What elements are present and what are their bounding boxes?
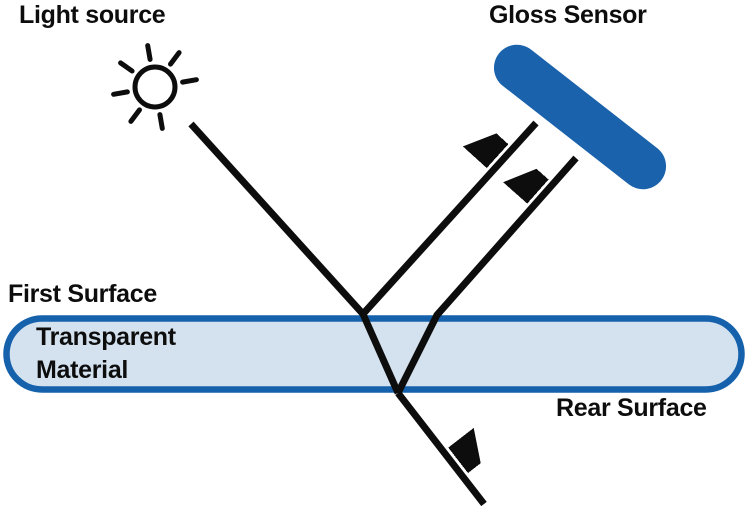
rear-surface-reflection-ray	[394, 155, 579, 395]
light-source-label: Light source	[19, 1, 166, 29]
gloss-sensor-bar	[493, 44, 667, 190]
gloss-sensor-label: Gloss Sensor	[489, 1, 647, 29]
first-surface-reflection-ray	[360, 120, 539, 317]
first-surface-label: First Surface	[8, 280, 157, 308]
transparent-material-slab	[3, 315, 745, 393]
transparent-material-label-line2: Material	[36, 356, 129, 384]
rear-surface-label: Rear Surface	[556, 394, 707, 422]
incident-ray	[188, 121, 366, 317]
transparent-material-label-line1: Transparent	[36, 323, 176, 351]
transmitted-ray	[395, 390, 484, 507]
refracted-ray	[359, 312, 402, 395]
sun-icon	[111, 43, 199, 131]
